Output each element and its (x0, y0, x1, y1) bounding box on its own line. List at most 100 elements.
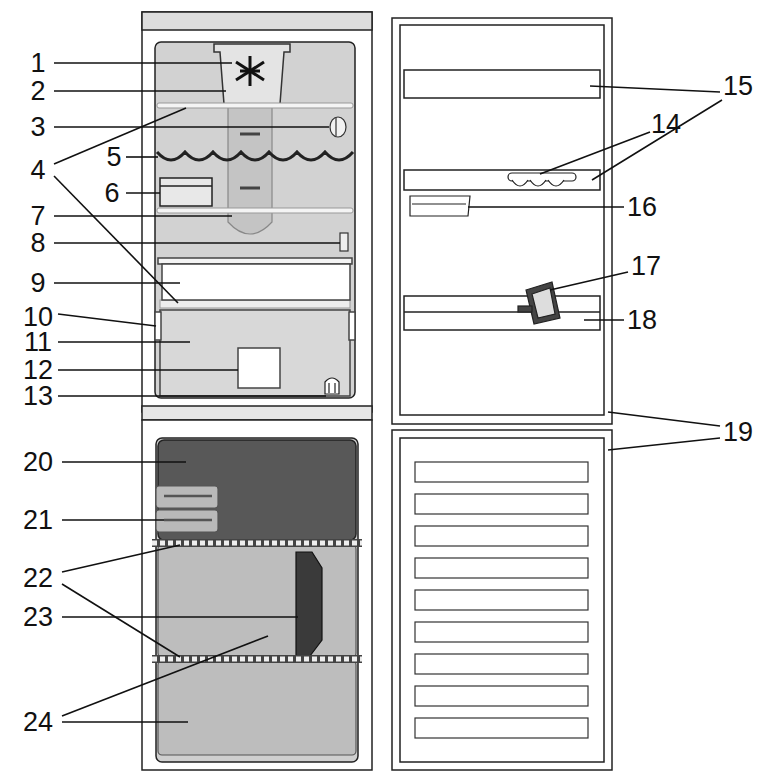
door-clip (410, 196, 470, 216)
leader-line (54, 63, 722, 722)
leader-line (58, 395, 326, 397)
egg-holder (508, 173, 576, 181)
freezer-door (392, 430, 612, 770)
callout-number: 11 (23, 329, 53, 356)
door-vent-slot (415, 526, 588, 546)
bottle-stopper (532, 288, 555, 318)
freezer-rail (152, 539, 362, 547)
door-vent-slot (415, 686, 588, 706)
fridge-body (142, 12, 372, 412)
leader-line (58, 341, 190, 343)
feet-icon (325, 378, 339, 394)
leader-line (62, 584, 180, 657)
small-box (160, 178, 212, 206)
light-fixture (330, 117, 346, 137)
door-vent-slot (415, 654, 588, 674)
leader-line (62, 721, 188, 723)
callout-number: 14 (650, 111, 682, 138)
leader-line (54, 242, 340, 244)
fan-cover (236, 56, 264, 86)
ice-tray (156, 486, 218, 508)
ice-tray (156, 510, 218, 532)
fridge-body (142, 12, 372, 30)
glass-shelf (160, 300, 350, 308)
fridge-body (155, 42, 355, 398)
ice-tray (156, 486, 218, 532)
door-vent-slot (415, 462, 588, 482)
thermostat (340, 233, 348, 251)
air-duct (240, 187, 260, 190)
fridge-door (404, 70, 600, 98)
door-vent-slot (415, 590, 588, 610)
freezer-drawer (158, 545, 356, 755)
callout-number: 1 (29, 50, 46, 77)
callout-number: 6 (103, 180, 120, 207)
leader-line (62, 519, 164, 521)
callout-number: 8 (29, 230, 46, 257)
leader-line (58, 314, 156, 326)
fan-cover (214, 44, 290, 104)
door-vent-slot (415, 558, 588, 578)
small-box (160, 178, 212, 206)
callout-number: 15 (722, 73, 754, 100)
air-duct (228, 104, 272, 234)
egg-holder (508, 173, 576, 186)
freezer-rail (152, 543, 362, 659)
crisper-cover (158, 258, 352, 264)
callout-number: 2 (29, 78, 46, 105)
air-duct (240, 133, 260, 136)
fan-cover (214, 44, 290, 104)
egg-holder (512, 180, 564, 186)
freezer-body (142, 406, 372, 770)
leader-line (54, 90, 226, 92)
freezer-rail (152, 657, 362, 662)
fridge-body (142, 12, 372, 412)
leader-line (54, 62, 232, 64)
callout-number: 20 (22, 449, 54, 476)
glass-shelf (157, 208, 353, 213)
thermostat (340, 233, 348, 251)
leader-line (590, 86, 720, 92)
door-vent-slot (415, 462, 588, 738)
leader-line (584, 319, 624, 321)
callout-number: 23 (22, 604, 54, 631)
leader-line (54, 215, 232, 217)
ice-tray (164, 495, 212, 498)
feet-icon (325, 378, 339, 394)
freezer-body (142, 420, 372, 770)
leader-line (608, 438, 720, 450)
freezer-body (142, 406, 372, 420)
light-fixture (330, 117, 346, 137)
door-clip (410, 196, 470, 216)
bottle-rack (157, 152, 353, 160)
feet-icon (334, 383, 335, 393)
callout-number: 13 (22, 383, 54, 410)
leader-line (62, 616, 298, 618)
callout-number: 22 (22, 565, 54, 592)
callout-number: 4 (29, 157, 46, 184)
leader-line (540, 132, 650, 174)
callout-number: 3 (29, 114, 46, 141)
callout-number: 19 (722, 419, 754, 446)
freezer-rail (152, 541, 362, 546)
feet-icon (328, 383, 329, 393)
crisper-drawer (155, 310, 355, 396)
callout-number: 21 (22, 507, 54, 534)
callout-number: 16 (626, 194, 658, 221)
callout-number: 17 (630, 253, 662, 280)
fridge-door (404, 311, 600, 313)
freezer-drawer (296, 552, 322, 656)
callout-number: 18 (626, 307, 658, 334)
light-fixture (335, 118, 336, 136)
fridge-door (392, 18, 612, 424)
small-box (160, 185, 212, 187)
leader-line (468, 206, 624, 208)
freezer-drawer (158, 661, 356, 755)
glass-shelf (157, 103, 353, 308)
door-vent-slot (415, 622, 588, 642)
freezer-door (392, 430, 612, 770)
leader-line (608, 412, 720, 426)
glass-shelf (157, 103, 353, 108)
fridge-door (400, 25, 604, 415)
